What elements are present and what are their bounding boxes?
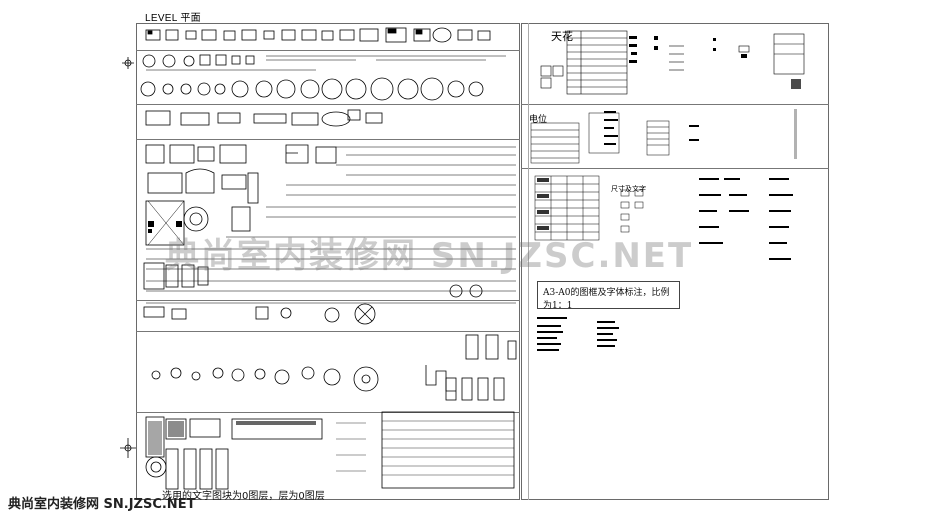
bed-row	[145, 27, 491, 43]
scale-note-box: A3-A0的图框及字体标注，比例为1：1	[537, 281, 680, 311]
right-sep-1	[521, 104, 829, 105]
right-sep-2	[521, 168, 829, 169]
footer-site-name: 典尚室内装修网 SN.JZSC.NET	[8, 497, 196, 512]
left-sep-2	[136, 104, 520, 105]
bottom-note: 选用的文字图块为0图层，层为0图层	[162, 491, 325, 502]
right-panel-frame	[521, 23, 829, 500]
right-divider-1	[528, 23, 529, 500]
electrical-label: 电位	[529, 114, 548, 124]
ceiling-legend-drawing	[540, 30, 805, 95]
left-panel-frame	[136, 23, 520, 500]
dimension-text-drawing	[534, 175, 793, 260]
left-sep-3	[136, 139, 520, 140]
scale-note-text: A3-A0的图框及字体标注，比例为1：1	[543, 288, 670, 311]
left-sep-4	[136, 300, 520, 301]
electrical-legend-drawing	[530, 109, 797, 164]
left-sep-1	[136, 50, 520, 51]
left-sep-5	[136, 331, 520, 332]
drawing-title: LEVEL 平面	[145, 13, 201, 24]
layer-list-drawing	[537, 317, 619, 351]
furniture-blocks-drawing	[140, 27, 517, 490]
left-sep-6	[136, 412, 520, 413]
ceiling-label: 天花	[551, 30, 573, 43]
sizes-label: 尺寸及文字	[611, 186, 646, 193]
side-symbols	[120, 57, 136, 458]
